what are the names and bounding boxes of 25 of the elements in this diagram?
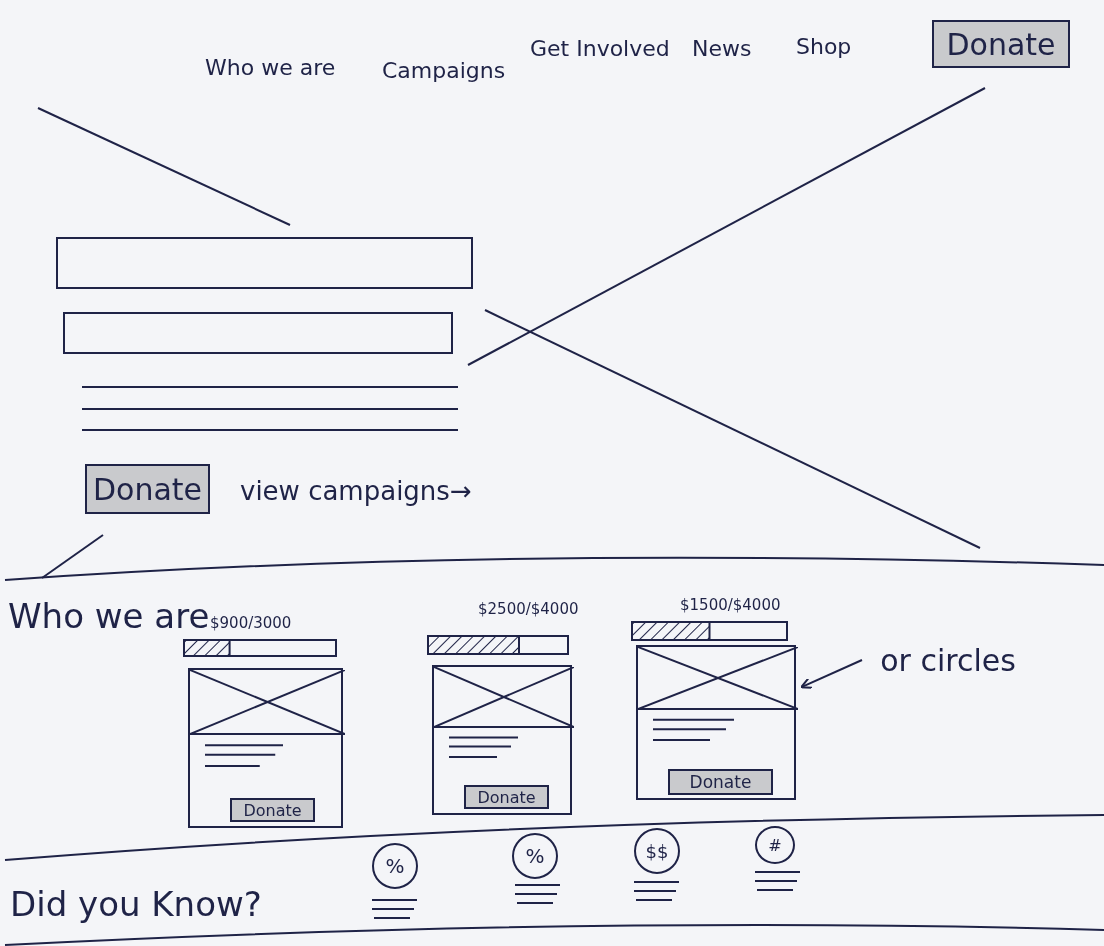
stat-icon: % — [512, 833, 558, 879]
annotation-text: or circles — [868, 640, 1028, 680]
donate-button: Donate — [464, 785, 549, 809]
link-text: view campaigns→ — [240, 476, 472, 506]
donate-button: Donate — [668, 769, 773, 795]
progress-amount: $2500/$4000 — [478, 600, 579, 618]
nav-link: Campaigns — [382, 58, 506, 83]
campaign-card — [188, 668, 343, 828]
stat-icon: # — [755, 826, 795, 864]
section-heading: Did you Know? — [10, 884, 262, 924]
donate-button: Donate — [230, 798, 315, 822]
stat-icon: $$ — [634, 828, 680, 874]
nav-link: Get Involved — [530, 36, 670, 61]
nav-link: Who we are — [205, 55, 336, 80]
campaign-card — [636, 645, 796, 800]
campaign-card — [432, 665, 572, 815]
section-heading: Who we are — [8, 596, 210, 636]
donate-button: Donate — [932, 20, 1070, 68]
stat-icon: % — [372, 843, 418, 889]
progress-amount: $1500/$4000 — [680, 596, 781, 614]
nav-link: Shop — [796, 34, 852, 59]
arrow — [800, 659, 863, 689]
progress-amount: $900/3000 — [210, 614, 292, 632]
donate-button: Donate — [85, 464, 210, 514]
nav-link: News — [692, 36, 752, 61]
